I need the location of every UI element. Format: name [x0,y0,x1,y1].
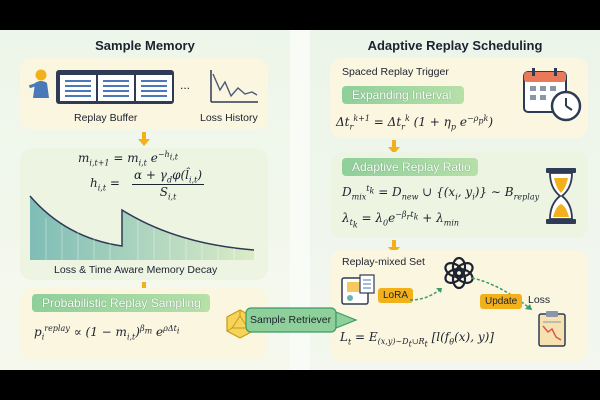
adaptive-replay-panel: Adaptive Replay Scheduling Spaced Replay… [310,30,600,370]
flow-arrow [138,139,150,146]
replay-ratio-card: Adaptive Replay Ratio Dmixtk = Dnew ∪ {(… [330,152,588,238]
diagram-canvas: Sample Memory ... [0,30,600,370]
decay-label: Loss & Time Aware Memory Decay [54,264,218,276]
lora-to-model-arrow [409,287,443,301]
replay-buffer [56,70,174,104]
update-tag: Update [480,294,523,309]
panel-divider [290,30,310,370]
model-to-loss-arrow [471,277,533,311]
hourglass-icon [546,168,576,224]
loss-label: Loss [528,294,551,306]
replay-mixed-card: Replay-mixed Set LoRA [330,250,588,362]
clipboard-chart-icon [538,311,566,347]
adaptive-replay-title: Adaptive Replay Scheduling [367,38,543,53]
flow-arrow-stem [142,132,146,140]
lora-tag: LoRA [378,288,414,303]
person-icon [28,69,49,98]
sample-retriever-connector [245,307,358,333]
buffer-slot [97,74,135,102]
sampling-formula: pireplay ∝ (1 − mi,t)βm eρΔti [34,324,180,342]
loss-history-icon [210,70,258,103]
h-fraction: α + γdφ(l̂i,t) Si,t [132,168,205,202]
document-stack-icon [341,274,375,305]
sample-retriever-label: Sample Retriever [250,314,332,326]
memory-decay-card: mi,t+1 = mi,t e−hi,t hi,t = α + γdφ(l̂i,… [20,148,268,280]
interval-formula: Δtrk+1 = Δtrk (1 + ηp e−ρpk) [336,114,494,132]
replay-buffer-label: Replay Buffer [74,112,138,124]
lambda-formula: λtk = λ0e−βrtk + λmin [342,210,460,230]
loss-history-label: Loss History [200,112,258,124]
calendar-clock-icon [523,68,582,122]
sampling-title-bar: Probabilistic Replay Sampling [32,294,210,312]
mix-formula: Dmixtk = Dnew ∪ {(xi, yi)} ∼ Breplay [342,184,540,202]
flow-arrow-stem [142,282,146,290]
flow-arrow [388,147,400,154]
mixed-set-label: Replay-mixed Set [342,256,425,268]
replay-trigger-card: Spaced Replay Trigger Expanding Interval… [330,58,588,138]
buffer-ellipsis: ... [180,78,191,92]
buffer-slot [59,74,97,102]
loss-formula: Lt = E(x,y)∼Dt∪Rt [l(fθ(x), y)] [340,330,494,349]
flow-arrow-stem [392,240,396,248]
h-formula: hi,t = [90,176,120,193]
memory-decay-curve [29,195,255,260]
sample-memory-panel: Sample Memory ... [0,30,290,370]
buffer-slot [135,74,173,102]
replay-buffer-card: ... Replay Buffer Loss History [20,58,268,130]
memory-update-formula: mi,t+1 = mi,t e−hi,t [78,150,179,168]
trigger-label: Spaced Replay Trigger [342,66,449,78]
replay-sampling-card: Probabilistic Replay Sampling pireplay ∝… [20,288,268,360]
model-logo-icon [444,256,474,290]
flow-arrow-stem [392,140,396,148]
adaptive-ratio-bar: Adaptive Replay Ratio [342,158,478,176]
expanding-interval-bar: Expanding Interval [342,86,464,104]
sample-memory-title: Sample Memory [95,38,195,53]
